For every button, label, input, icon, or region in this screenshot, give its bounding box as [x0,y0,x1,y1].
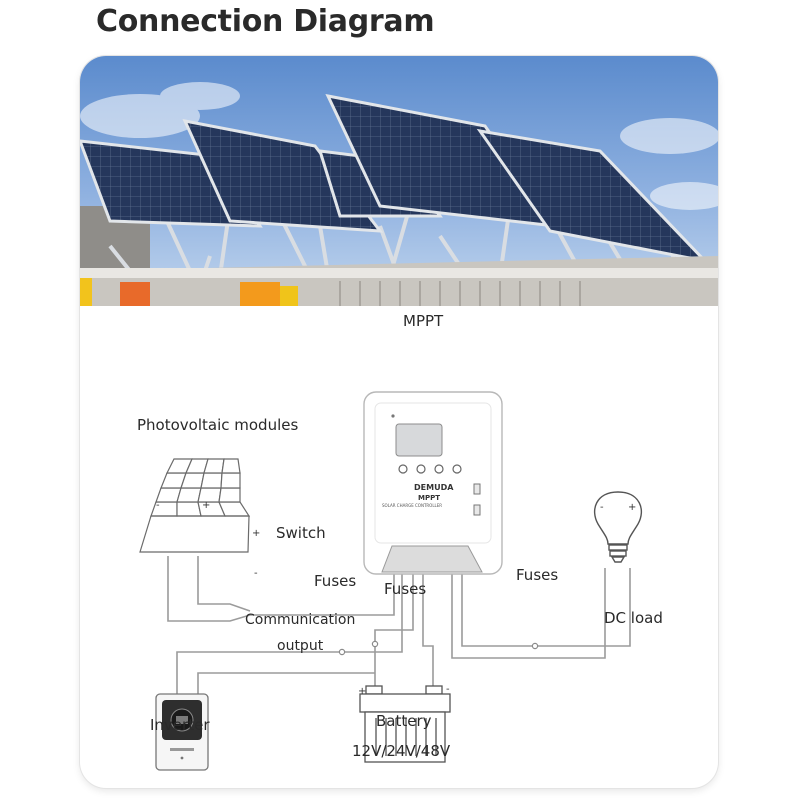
solar-panels [80,93,710,264]
fuses-label-battery: Fuses [384,580,427,598]
controller-model: MPPT [418,494,441,502]
usb-ports [473,483,481,516]
pv-negative-sign: - [156,500,160,511]
battery-label: Battery [376,712,432,730]
colored-wall [80,278,298,306]
output-label: output [277,638,324,654]
inverter-label: Inverter [150,716,210,734]
fuse-load-marker [531,642,539,650]
switch-negative-sign: - [254,568,258,579]
lcd-screen [395,423,443,457]
wire-load-positive [461,568,631,647]
switch-label: Switch [276,524,326,542]
mppt-controller [363,391,503,575]
wire-controller-to-battery-neg [422,572,434,688]
solar-panels-photo [80,56,718,306]
controller-brand: DEMUDA [414,483,454,492]
wire-communication [197,672,375,699]
fuses-label-load: Fuses [516,566,559,584]
wire-controller-to-inverter [176,572,403,699]
inverter-device [155,693,209,771]
building-slats [339,281,581,306]
battery-negative-sign: - [446,684,450,695]
diagram-card: DEMUDA MPPT SOLAR CHARGE CONTROLLER MPPT… [80,56,718,788]
dc-load-label: DC load [604,609,663,627]
parapet [80,268,718,278]
load-positive-sign: + [628,502,637,513]
switch-positive-sign: + [252,528,261,539]
battery-voltage-label: 12V/24V/48V [352,742,451,760]
communication-label: Communication [245,612,356,628]
load-negative-sign: - [600,502,604,513]
fuse-markers [338,640,539,656]
pv-positive-sign: + [202,500,211,511]
battery-device [359,685,451,763]
clouds [80,82,718,210]
controller-subtitle: SOLAR CHARGE CONTROLLER [382,503,443,508]
mppt-label: MPPT [403,312,444,330]
fuses-label-inverter: Fuses [314,572,357,590]
wire-pv-positive [197,556,251,612]
battery-positive-sign: + [358,686,367,697]
wire-load-negative [451,568,606,659]
fuse-inverter-marker [338,648,346,656]
wire-pv-negative [167,556,395,622]
light-bulb-icon [593,491,643,563]
pv-module [139,458,251,553]
fuse-battery-marker [371,640,379,648]
control-buttons [398,464,462,474]
wires [167,556,631,699]
pv-modules-label: Photovoltaic modules [137,416,299,434]
wiring-diagram [139,391,643,771]
page-title: Connection Diagram [96,4,435,39]
terminal-block [381,545,483,573]
wire-controller-to-battery-pos [374,572,414,688]
